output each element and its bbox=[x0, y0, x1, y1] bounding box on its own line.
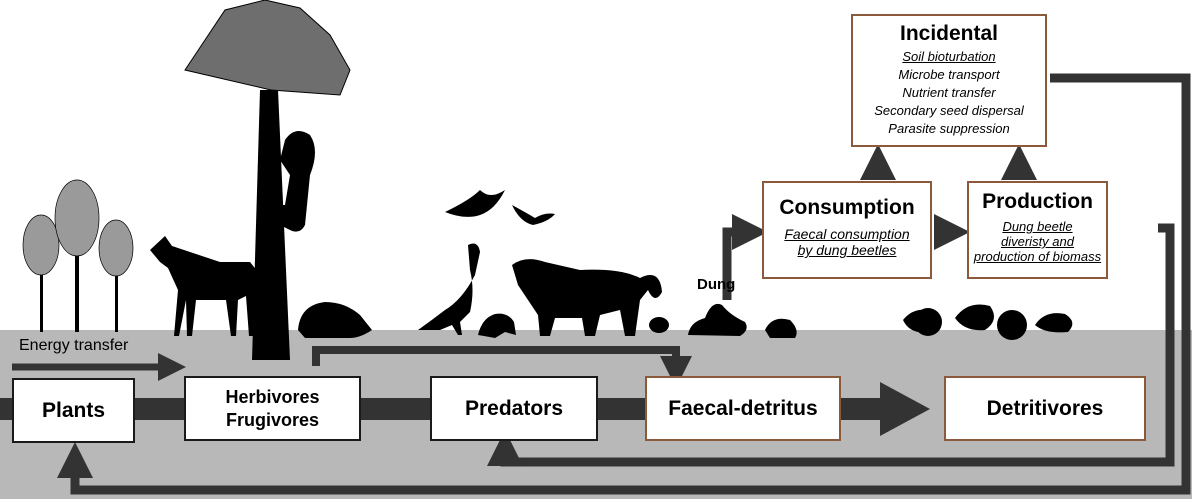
armadillo-icon bbox=[298, 302, 372, 338]
incidental-title: Incidental bbox=[853, 22, 1045, 46]
production-line-1: Dung beetle bbox=[969, 219, 1106, 234]
incidental-box: Incidental Soil bioturbation Microbe tra… bbox=[851, 14, 1047, 147]
herbivores-frugivores-box: Herbivores Frugivores bbox=[184, 376, 361, 441]
consumption-title: Consumption bbox=[764, 196, 930, 220]
plants-box: Plants bbox=[12, 378, 135, 443]
bats-icon bbox=[445, 190, 555, 225]
production-line-2: diveristy and bbox=[969, 234, 1106, 249]
incidental-item: Nutrient transfer bbox=[853, 84, 1045, 102]
incidental-item: Soil bioturbation bbox=[853, 48, 1045, 66]
energy-transfer-label: Energy transfer bbox=[19, 337, 128, 355]
trees-icon bbox=[23, 180, 133, 332]
consumption-box: Consumption Faecal consumption by dung b… bbox=[762, 181, 932, 279]
deer-icon bbox=[150, 236, 258, 336]
consumption-line-1: Faecal consumption bbox=[764, 226, 930, 242]
incidental-item: Secondary seed dispersal bbox=[853, 102, 1045, 120]
production-line-3: production of biomass bbox=[969, 249, 1106, 264]
turkey-bird-icon bbox=[418, 244, 480, 335]
jaguar-icon bbox=[512, 259, 662, 336]
predators-box: Predators bbox=[430, 376, 598, 441]
production-title: Production bbox=[969, 190, 1106, 214]
faecal-detritus-box: Faecal-detritus bbox=[645, 376, 841, 441]
incidental-item: Parasite suppression bbox=[853, 120, 1045, 138]
consumption-line-2: by dung beetles bbox=[764, 242, 930, 258]
production-box: Production Dung beetle diveristy and pro… bbox=[967, 181, 1108, 279]
detritivores-box: Detritivores bbox=[944, 376, 1146, 441]
dung-label: Dung bbox=[697, 276, 735, 293]
incidental-item: Microbe transport bbox=[853, 66, 1045, 84]
